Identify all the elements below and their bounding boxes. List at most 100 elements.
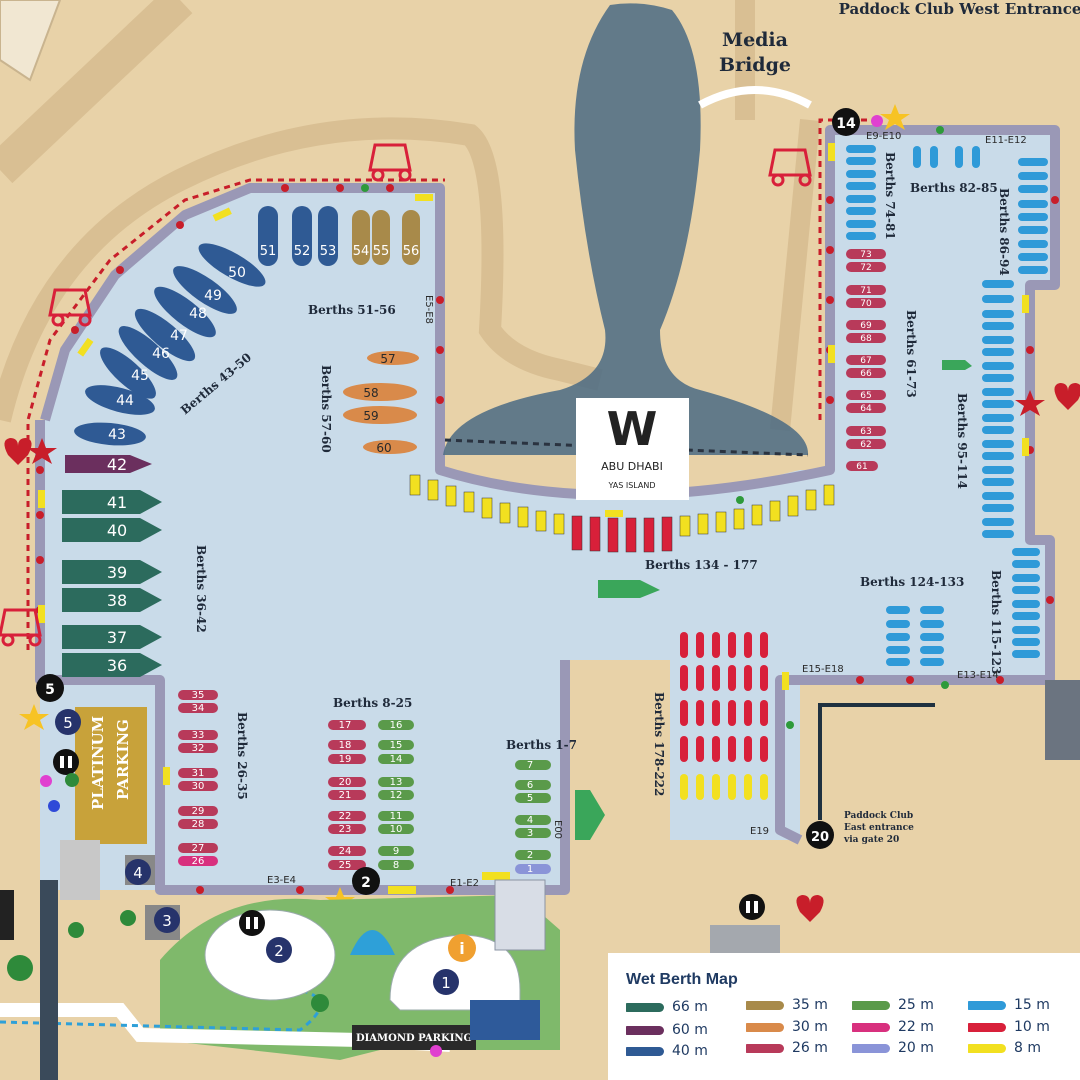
svg-text:16: 16: [390, 720, 403, 731]
zone-marker-2[interactable]: 2: [266, 937, 292, 963]
svg-text:38: 38: [107, 591, 127, 610]
svg-text:40: 40: [107, 521, 127, 540]
hotel-island: [443, 3, 809, 455]
zone-marker-1[interactable]: 1: [433, 969, 459, 995]
svg-text:60: 60: [376, 441, 391, 455]
svg-text:17: 17: [339, 720, 352, 731]
restroom-icon: [739, 894, 765, 920]
svg-text:11: 11: [390, 811, 403, 822]
label-berths-51-56: Berths 51-56: [308, 303, 396, 317]
road-northwest: [0, 0, 193, 184]
sports-court: [470, 1000, 540, 1040]
legend-swatch: [852, 1000, 890, 1010]
first-aid-heart-icon: [4, 438, 32, 465]
svg-text:31: 31: [192, 768, 205, 779]
svg-text:8: 8: [393, 860, 399, 871]
legend-swatch: [852, 1022, 890, 1032]
legend-panel: Wet Berth Map 66 m 60 m 40 m 35 m 30 m 2…: [608, 953, 1080, 1080]
diamond-parking-area[interactable]: [352, 1025, 476, 1050]
boats-57-60: [343, 351, 419, 454]
pier-yellow-markers: [38, 143, 1029, 894]
pier-code-e00: E00: [552, 820, 563, 839]
restroom-icon: [53, 749, 79, 775]
svg-text:24: 24: [339, 846, 352, 857]
label-berths-95-114: Berths 95-114: [955, 393, 969, 489]
svg-text:15: 15: [390, 740, 403, 751]
svg-text:2: 2: [527, 850, 533, 861]
label-berths-36-42: Berths 36-42: [194, 545, 208, 633]
gate-marker-5[interactable]: 5: [36, 674, 64, 702]
legend-item: 25 m: [852, 997, 934, 1013]
boat-icon-east: [942, 360, 972, 370]
label-berths-115-123: Berths 115-123: [989, 570, 1003, 674]
svg-text:37: 37: [107, 628, 127, 647]
zone-marker-3[interactable]: 3: [154, 907, 180, 933]
svg-text:48: 48: [189, 306, 207, 322]
berth-numbers-north: 51 52 53 54 55 56: [260, 244, 420, 259]
svg-text:22: 22: [339, 811, 352, 822]
berth-numbers-west-diagonal: 50 49 48 47 46 45 44 43: [108, 265, 246, 443]
svg-text:42: 42: [107, 455, 127, 474]
legend-title: Wet Berth Map: [626, 971, 738, 988]
platinum-parking-area[interactable]: [75, 707, 147, 844]
pier-lights: [36, 184, 1059, 894]
svg-text:69: 69: [860, 321, 872, 331]
svg-text:64: 64: [860, 404, 872, 414]
svg-text:53: 53: [320, 244, 337, 259]
label-berths-86-94: Berths 86-94: [997, 188, 1011, 276]
walkway-west: [26, 178, 445, 650]
legend-swatch: [968, 1000, 1006, 1010]
pier-code-e13-e14: E13-E14: [957, 670, 999, 681]
svg-text:18: 18: [339, 740, 352, 751]
building-west: [60, 840, 100, 900]
svg-text:30: 30: [192, 781, 205, 792]
legend-item: 8 m: [968, 1040, 1041, 1056]
building-southeast: [710, 925, 780, 953]
boats-124-133: [886, 606, 944, 666]
svg-text:65: 65: [860, 391, 871, 401]
label-berths-178-222: Berths 178-222: [652, 692, 666, 796]
gate-marker-20[interactable]: 20: [806, 821, 834, 849]
pier-lights-green: [361, 126, 949, 729]
svg-text:54: 54: [353, 244, 370, 259]
gate-marker-2[interactable]: 2: [352, 867, 380, 895]
legend-swatch: [626, 1002, 664, 1012]
boats-1-7: [515, 760, 551, 874]
media-bridge-label-2: Bridge: [719, 54, 791, 76]
svg-text:9: 9: [393, 846, 399, 857]
pier-code-e11-e12: E11-E12: [985, 135, 1027, 146]
svg-text:10: 10: [390, 824, 403, 835]
svg-text:52: 52: [294, 244, 311, 259]
media-bridge-label-1: Media: [722, 29, 788, 51]
golf-cart-icon: [768, 148, 812, 187]
control-tower: [494, 879, 546, 951]
label-berths-134-177: Berths 134 - 177: [645, 558, 758, 572]
svg-text:27: 27: [192, 843, 205, 854]
building-edge-west: [0, 890, 14, 940]
road-circuit: [0, 117, 603, 423]
restroom-icon: [239, 910, 265, 936]
gate-marker-14[interactable]: 14: [832, 108, 860, 136]
pier-code-e5-e8: E5-E8: [423, 295, 434, 324]
berth-numbers-1-7: 76 54 32 1: [527, 760, 533, 875]
legend-swatch: [746, 1000, 784, 1010]
svg-text:49: 49: [204, 288, 222, 304]
berth-numbers-57-60: 57 58 59 60: [363, 352, 395, 455]
svg-text:14: 14: [836, 116, 856, 132]
red-star-icons: [27, 390, 1045, 464]
boats-26-35: [178, 690, 218, 866]
poi-dot: [40, 775, 52, 787]
boats-178-222: [680, 632, 768, 800]
svg-text:36: 36: [107, 656, 127, 675]
svg-text:23: 23: [339, 824, 352, 835]
tent-structure: [0, 0, 62, 82]
zone-marker-4[interactable]: 4: [125, 859, 151, 885]
svg-text:3: 3: [162, 912, 172, 930]
legend-swatch: [746, 1043, 784, 1053]
legend-item: 60 m: [626, 1022, 708, 1038]
legend-item: 15 m: [968, 997, 1050, 1013]
svg-text:20: 20: [339, 777, 352, 788]
hotel-logo-letter: W: [607, 402, 658, 456]
zone-marker-5[interactable]: 5: [55, 709, 81, 735]
